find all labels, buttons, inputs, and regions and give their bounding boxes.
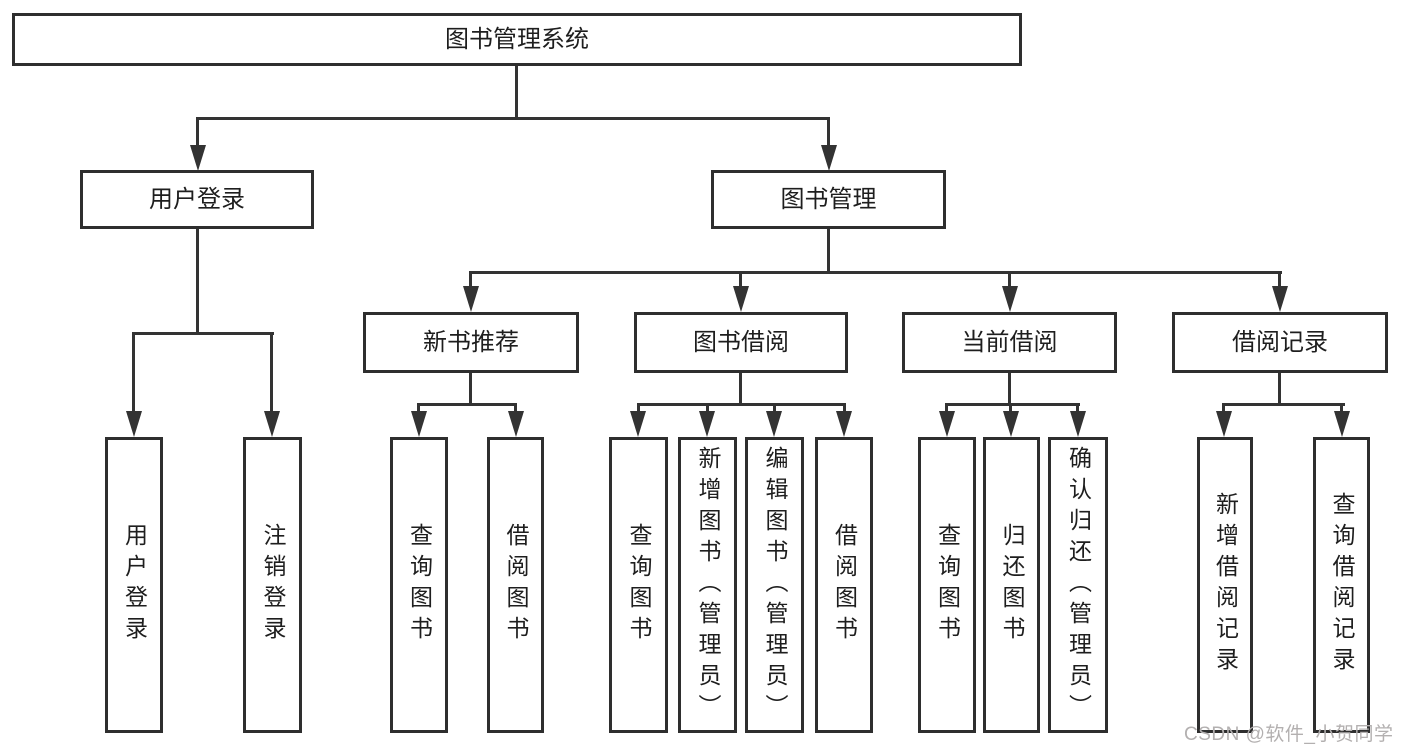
connector-stub [1340,403,1343,413]
connector-split-userlogin [132,332,274,335]
node-borrow-records: 借阅记录 [1172,312,1388,373]
arrow-down-icon [1272,286,1288,312]
connector-stub [843,403,846,413]
connector-stub [132,332,135,412]
connector-stub [1009,403,1012,413]
arrow-down-icon [1216,411,1232,437]
node-current-borrow: 当前借阅 [902,312,1117,373]
arrow-down-icon [1070,411,1086,437]
connector-split-borrowrecords [1222,403,1345,406]
connector-newbookrec-drop [469,373,472,406]
leaf-query-borrow-record: 查询借阅记录 [1313,437,1370,733]
arrow-down-icon [836,411,852,437]
leaf-borrow-book-recommend: 借阅图书 [487,437,544,733]
connector-stub [469,271,472,288]
arrow-down-icon [264,411,280,437]
leaf-confirm-return-admin: 确认归还（管理员） [1048,437,1108,733]
arrow-down-icon [508,411,524,437]
connector-userlogin-drop [196,229,199,334]
leaf-query-book-recommend: 查询图书 [390,437,448,733]
node-book-borrow: 图书借阅 [634,312,848,373]
connector-stub [773,403,776,413]
arrow-down-icon [939,411,955,437]
node-user-login: 用户登录 [80,170,314,229]
connector-split-bookborrow [637,403,846,406]
arrow-down-icon [126,411,142,437]
leaf-user-login: 用户登录 [105,437,163,733]
leaf-return-book: 归还图书 [983,437,1040,733]
csdn-watermark: CSDN @软件_小贺同学 [1184,724,1394,745]
leaf-edit-book-admin: 编辑图书（管理员） [745,437,804,733]
connector-stub [1222,403,1225,413]
connector-stub [827,117,830,147]
connector-bookmgmt-drop [827,229,830,274]
arrow-down-icon [1334,411,1350,437]
connector-stub [417,403,420,413]
arrow-down-icon [699,411,715,437]
connector-stub [1008,271,1011,288]
connector-stub [945,403,948,413]
connector-bookborrow-drop [739,373,742,406]
leaf-query-book-borrow: 查询图书 [609,437,668,733]
node-root: 图书管理系统 [12,13,1022,66]
connector-split-currentborrow [945,403,1080,406]
leaf-add-book-admin: 新增图书（管理员） [678,437,737,733]
connector-stub [196,117,199,147]
connector-currentborrow-drop [1008,373,1011,406]
connector-stub [1278,271,1281,288]
connector-split-level1 [196,117,830,120]
arrow-down-icon [411,411,427,437]
connector-borrowrecords-drop [1278,373,1281,406]
connector-stub [637,403,640,413]
arrow-down-icon [1003,411,1019,437]
connector-stub [706,403,709,413]
connector-stub [514,403,517,413]
connector-stub [1076,403,1079,413]
node-new-book-recommend: 新书推荐 [363,312,579,373]
connector-stub [270,332,273,412]
leaf-query-book-current: 查询图书 [918,437,976,733]
arrow-down-icon [1002,286,1018,312]
node-book-management: 图书管理 [711,170,946,229]
connector-split-level2 [469,271,1282,274]
connector-split-newbookrec [417,403,517,406]
leaf-borrow-book: 借阅图书 [815,437,873,733]
arrow-down-icon [733,286,749,312]
leaf-logout: 注销登录 [243,437,302,733]
arrow-down-icon [821,145,837,171]
connector-stub [739,271,742,288]
arrow-down-icon [190,145,206,171]
leaf-add-borrow-record: 新增借阅记录 [1197,437,1253,733]
connector-root-drop [515,66,518,119]
arrow-down-icon [463,286,479,312]
arrow-down-icon [630,411,646,437]
arrow-down-icon [766,411,782,437]
